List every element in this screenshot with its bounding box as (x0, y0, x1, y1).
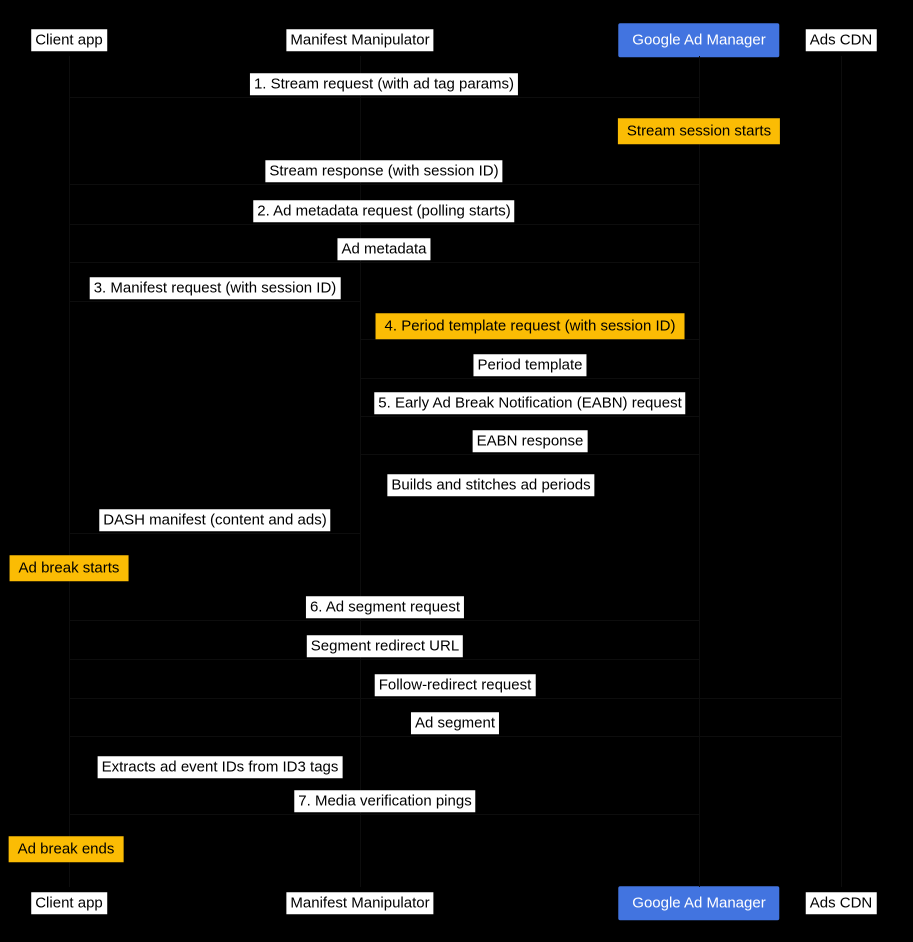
message-label-7: 4. Period template request (with session… (375, 313, 685, 339)
message-label-12: DASH manifest (content and ads) (99, 509, 331, 531)
lifeline-manifest-manipulator (360, 56, 361, 887)
message-label-5: Ad metadata (337, 238, 431, 260)
actor-manifest-manipulator-top: Manifest Manipulator (286, 29, 434, 51)
message-label-14: 6. Ad segment request (305, 596, 465, 618)
message-label-16: Follow-redirect request (374, 674, 536, 696)
message-label-6: 3. Manifest request (with session ID) (89, 277, 341, 299)
actor-google-ad-manager-top: Google Ad Manager (618, 23, 780, 57)
arrow-6-client-app-to-manifest-manipulator (69, 301, 360, 302)
message-label-19: 7. Media verification pings (294, 790, 476, 812)
note-label-13: Ad break starts (9, 555, 129, 581)
arrow-5-google-ad-manager-to-client-app (69, 262, 699, 263)
message-label-8: Period template (473, 354, 587, 376)
lifeline-google-ad-manager (699, 56, 700, 887)
message-label-10: EABN response (472, 430, 588, 452)
lifeline-client-app (69, 56, 70, 887)
arrow-12-manifest-manipulator-to-client-app (69, 533, 360, 534)
arrow-3-google-ad-manager-to-client-app (69, 184, 699, 185)
message-label-15: Segment redirect URL (306, 635, 464, 657)
arrow-1-client-app-to-google-ad-manager (69, 97, 699, 98)
arrow-10-google-ad-manager-to-manifest-manipulator (360, 454, 699, 455)
arrow-14-client-app-to-google-ad-manager (69, 620, 699, 621)
actor-manifest-manipulator-bottom: Manifest Manipulator (286, 892, 434, 914)
actor-ads-cdn-bottom: Ads CDN (805, 892, 877, 914)
message-label-1: 1. Stream request (with ad tag params) (249, 73, 519, 95)
message-label-3: Stream response (with session ID) (265, 160, 503, 182)
arrow-19-client-app-to-google-ad-manager (69, 814, 699, 815)
message-label-17: Ad segment (410, 712, 500, 734)
arrow-15-google-ad-manager-to-client-app (69, 659, 699, 660)
lifeline-ads-cdn (841, 56, 842, 887)
note-label-2: Stream session starts (617, 118, 781, 144)
note-label-20: Ad break ends (8, 836, 124, 862)
actor-client-app-bottom: Client app (31, 892, 107, 914)
arrow-7-manifest-manipulator-to-google-ad-manager (360, 339, 699, 340)
arrow-8-google-ad-manager-to-manifest-manipulator (360, 378, 699, 379)
actor-google-ad-manager-bottom: Google Ad Manager (618, 886, 780, 920)
arrow-9-manifest-manipulator-to-google-ad-manager (360, 416, 699, 417)
actor-ads-cdn-top: Ads CDN (805, 29, 877, 51)
actor-client-app-top: Client app (31, 29, 107, 51)
arrow-16-client-app-to-ads-cdn (69, 698, 841, 699)
self-message-label-11: Builds and stitches ad periods (387, 474, 595, 496)
arrow-4-client-app-to-google-ad-manager (69, 224, 699, 225)
message-label-9: 5. Early Ad Break Notification (EABN) re… (374, 392, 686, 414)
message-label-4: 2. Ad metadata request (polling starts) (253, 200, 515, 222)
self-message-label-18: Extracts ad event IDs from ID3 tags (97, 756, 343, 778)
arrow-17-ads-cdn-to-client-app (69, 736, 841, 737)
